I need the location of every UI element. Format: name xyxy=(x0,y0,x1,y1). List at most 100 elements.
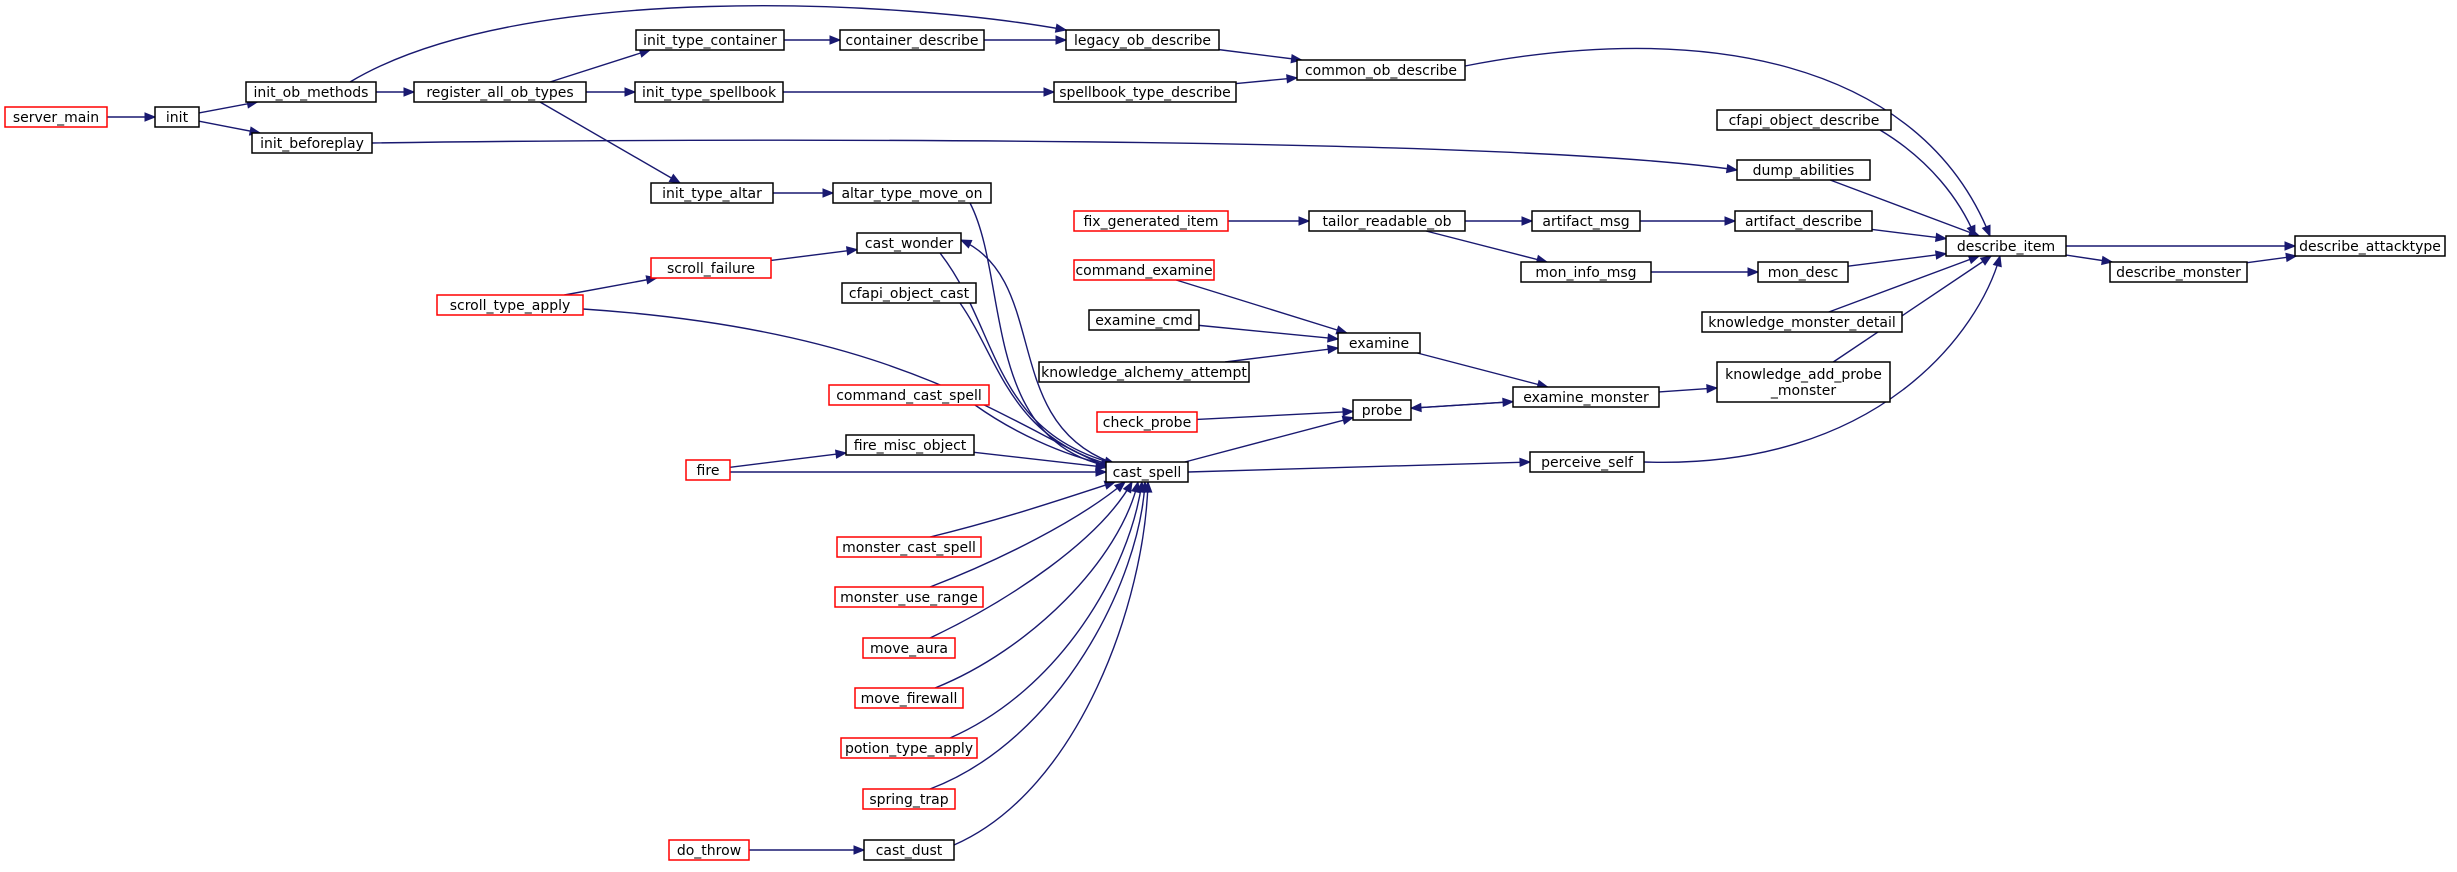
node-check_probe[interactable]: check_probe xyxy=(1096,411,1198,433)
node-artifact_msg[interactable]: artifact_msg xyxy=(1531,210,1641,232)
node-init_type_container[interactable]: init_type_container xyxy=(635,29,785,51)
node-knowledge_alchemy_attempt[interactable]: knowledge_alchemy_attempt xyxy=(1038,361,1250,383)
node-tailor_readable_ob[interactable]: tailor_readable_ob xyxy=(1308,210,1466,232)
node-box xyxy=(862,788,956,810)
edge-line xyxy=(959,302,1116,467)
node-cfapi_object_describe[interactable]: cfapi_object_describe xyxy=(1716,109,1892,131)
edge-line xyxy=(1187,461,1531,473)
node-command_examine[interactable]: command_examine xyxy=(1073,259,1215,281)
node-box xyxy=(1296,59,1466,81)
node-legacy_ob_describe[interactable]: legacy_ob_describe xyxy=(1065,29,1220,51)
node-scroll_failure[interactable]: scroll_failure xyxy=(650,257,772,279)
node-cfapi_object_cast[interactable]: cfapi_object_cast xyxy=(841,282,977,304)
node-fire[interactable]: fire xyxy=(685,459,731,481)
node-init_beforeplay[interactable]: init_beforeplay xyxy=(251,132,373,154)
edge-line xyxy=(564,277,657,296)
edge-line xyxy=(770,248,858,262)
node-monster_use_range[interactable]: monster_use_range xyxy=(834,586,984,608)
edge-arrowhead xyxy=(1934,232,1948,243)
node-cast_wonder[interactable]: cast_wonder xyxy=(856,232,962,254)
edge-mon_info_msg-to-mon_desc xyxy=(1651,267,1760,277)
node-knowledge_add_probe_monster[interactable]: knowledge_add_probe_monster xyxy=(1716,361,1891,403)
edge-arrowhead xyxy=(1286,74,1299,84)
node-artifact_describe[interactable]: artifact_describe xyxy=(1734,210,1873,232)
node-box xyxy=(1096,411,1198,433)
edge-line xyxy=(929,481,1146,790)
node-monster_cast_spell[interactable]: monster_cast_spell xyxy=(836,536,982,558)
node-move_aura[interactable]: move_aura xyxy=(862,637,956,659)
node-describe_item[interactable]: describe_item xyxy=(1945,235,2067,257)
node-dump_abilities[interactable]: dump_abilities xyxy=(1736,159,1871,181)
node-init_type_spellbook[interactable]: init_type_spellbook xyxy=(634,81,784,103)
node-init_ob_methods[interactable]: init_ob_methods xyxy=(245,81,377,103)
node-box xyxy=(1945,235,2067,257)
node-move_firewall[interactable]: move_firewall xyxy=(854,687,964,709)
node-label: cast_dust xyxy=(876,843,943,859)
edge-line xyxy=(929,481,1116,538)
node-knowledge_monster_detail[interactable]: knowledge_monster_detail xyxy=(1701,311,1903,333)
node-spellbook_type_describe[interactable]: spellbook_type_describe xyxy=(1053,81,1237,103)
node-server_main[interactable]: server_main xyxy=(4,106,108,128)
node-examine_cmd[interactable]: examine_cmd xyxy=(1088,309,1200,331)
node-box xyxy=(668,839,750,861)
edge-register_all_ob_types-to-init_type_spellbook xyxy=(586,87,637,97)
node-examine_monster[interactable]: examine_monster xyxy=(1512,386,1660,408)
node-box xyxy=(245,81,377,103)
edge-arrowhead xyxy=(829,35,842,45)
edge-line xyxy=(1829,179,1980,237)
node-box xyxy=(1716,361,1891,403)
node-label: spellbook_type_describe xyxy=(1059,85,1231,101)
edge-arrowhead xyxy=(1409,402,1422,413)
node-altar_type_move_on[interactable]: altar_type_move_on xyxy=(832,182,992,204)
edge-init-to-init_beforeplay xyxy=(198,120,262,136)
node-do_throw[interactable]: do_throw xyxy=(668,839,750,861)
edge-fire-to-cast_spell xyxy=(730,467,1108,477)
node-label: move_firewall xyxy=(861,691,958,707)
node-scroll_type_apply[interactable]: scroll_type_apply xyxy=(436,294,584,316)
node-register_all_ob_types[interactable]: register_all_ob_types xyxy=(413,81,587,103)
node-probe[interactable]: probe xyxy=(1352,399,1412,421)
edge-cfapi_object_describe-to-describe_item xyxy=(1879,129,1976,238)
node-init_type_altar[interactable]: init_type_altar xyxy=(650,182,774,204)
node-mon_desc[interactable]: mon_desc xyxy=(1757,261,1849,283)
node-label: describe_monster xyxy=(2116,265,2241,281)
node-cast_spell[interactable]: cast_spell xyxy=(1105,461,1189,483)
node-init[interactable]: init xyxy=(154,106,200,128)
edge-perceive_self-to-describe_item xyxy=(1643,254,2002,463)
node-perceive_self[interactable]: perceive_self xyxy=(1529,451,1645,473)
node-container_describe[interactable]: container_describe xyxy=(839,29,985,51)
edge-init_beforeplay-to-dump_abilities xyxy=(371,139,1739,174)
node-cast_dust[interactable]: cast_dust xyxy=(863,839,955,861)
node-label: scroll_failure xyxy=(667,261,755,277)
node-spring_trap[interactable]: spring_trap xyxy=(862,788,956,810)
node-mon_info_msg[interactable]: mon_info_msg xyxy=(1520,261,1652,283)
node-label: fire xyxy=(697,463,720,479)
node-describe_monster[interactable]: describe_monster xyxy=(2109,261,2248,283)
edge-register_all_ob_types-to-init_type_altar xyxy=(539,101,682,184)
edge-line xyxy=(1832,255,1992,363)
node-fire_misc_object[interactable]: fire_misc_object xyxy=(845,434,975,456)
node-box xyxy=(635,29,785,51)
node-box xyxy=(839,29,985,51)
node-label: spring_trap xyxy=(869,792,948,808)
edge-arrowhead xyxy=(1113,481,1127,493)
node-box xyxy=(1734,210,1873,232)
edge-cast_spell-to-probe xyxy=(1184,415,1355,463)
node-command_cast_spell[interactable]: command_cast_spell xyxy=(828,384,990,406)
node-potion_type_apply[interactable]: potion_type_apply xyxy=(840,737,978,759)
edge-potion_type_apply-to-cast_spell xyxy=(949,480,1146,739)
node-label: examine_monster xyxy=(1523,390,1649,406)
node-box xyxy=(436,294,584,316)
node-label: monster_use_range xyxy=(840,590,978,606)
node-common_ob_describe[interactable]: common_ob_describe xyxy=(1296,59,1466,81)
node-examine[interactable]: examine xyxy=(1337,332,1421,354)
edge-scroll_failure-to-cast_wonder xyxy=(770,246,859,262)
node-label: artifact_msg xyxy=(1542,214,1629,230)
edge-line xyxy=(371,139,1738,171)
node-box xyxy=(845,434,975,456)
edge-init_type_container-to-container_describe xyxy=(784,35,842,45)
edge-arrowhead xyxy=(822,188,835,198)
edge-server_main-to-init xyxy=(107,112,157,122)
edge-line xyxy=(539,101,681,184)
node-fix_generated_item[interactable]: fix_generated_item xyxy=(1073,210,1229,232)
